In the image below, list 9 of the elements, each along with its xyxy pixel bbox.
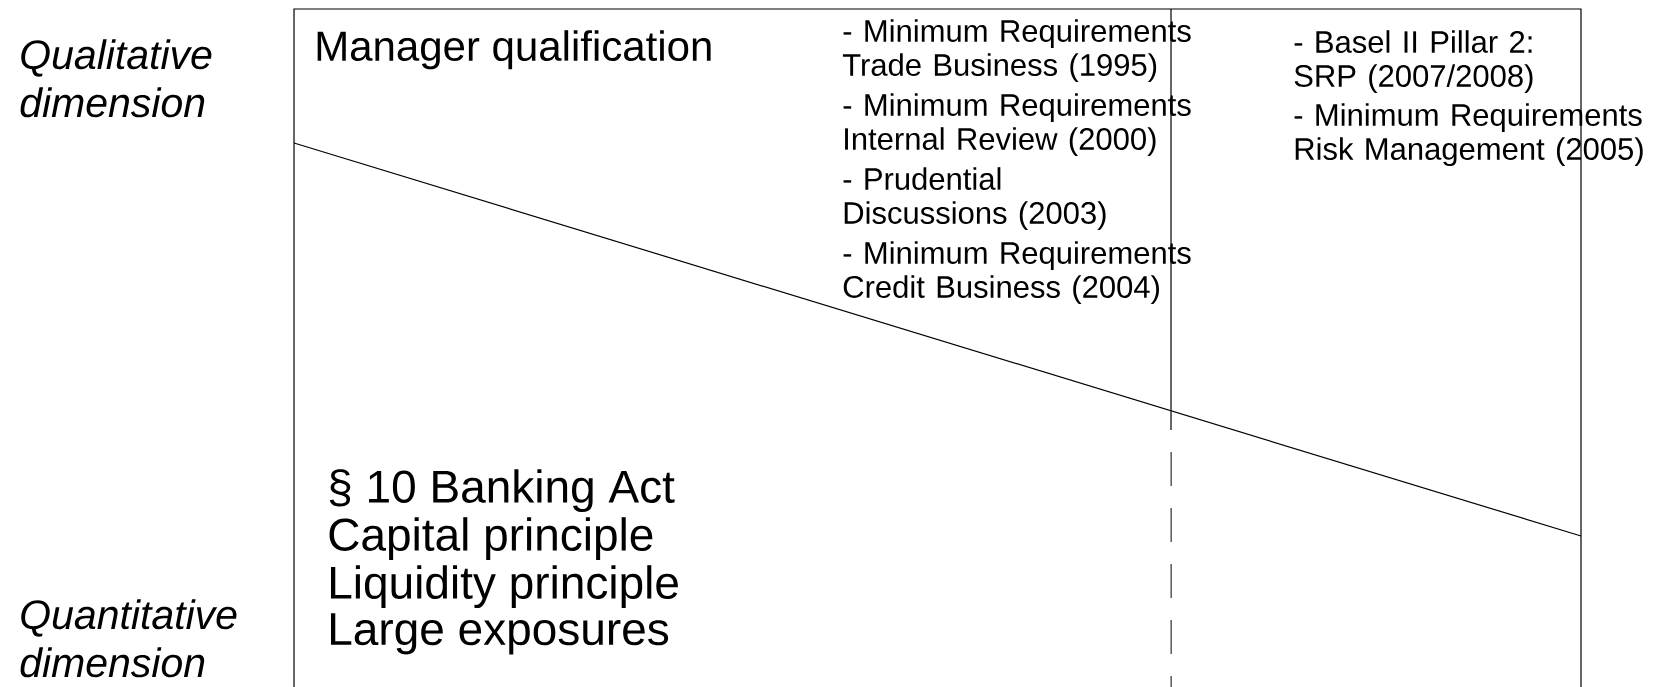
category-text: Manager qualification: [317, 30, 711, 70]
category-text: Capital principle: [329, 517, 653, 561]
category-text: Large exposures: [331, 613, 669, 655]
list-item: - Prudential Discussions (2003): [843, 167, 1106, 231]
axis-label: Quantitative dimension: [20, 599, 237, 678]
axis-label: Qualitative dimension: [20, 39, 212, 118]
category-text: Liquidity principle: [331, 565, 678, 609]
category-text: § 10 Banking Act: [329, 469, 675, 513]
list-item: - Basel II Pillar 2: SRP (2007/2008): [1294, 30, 1533, 94]
